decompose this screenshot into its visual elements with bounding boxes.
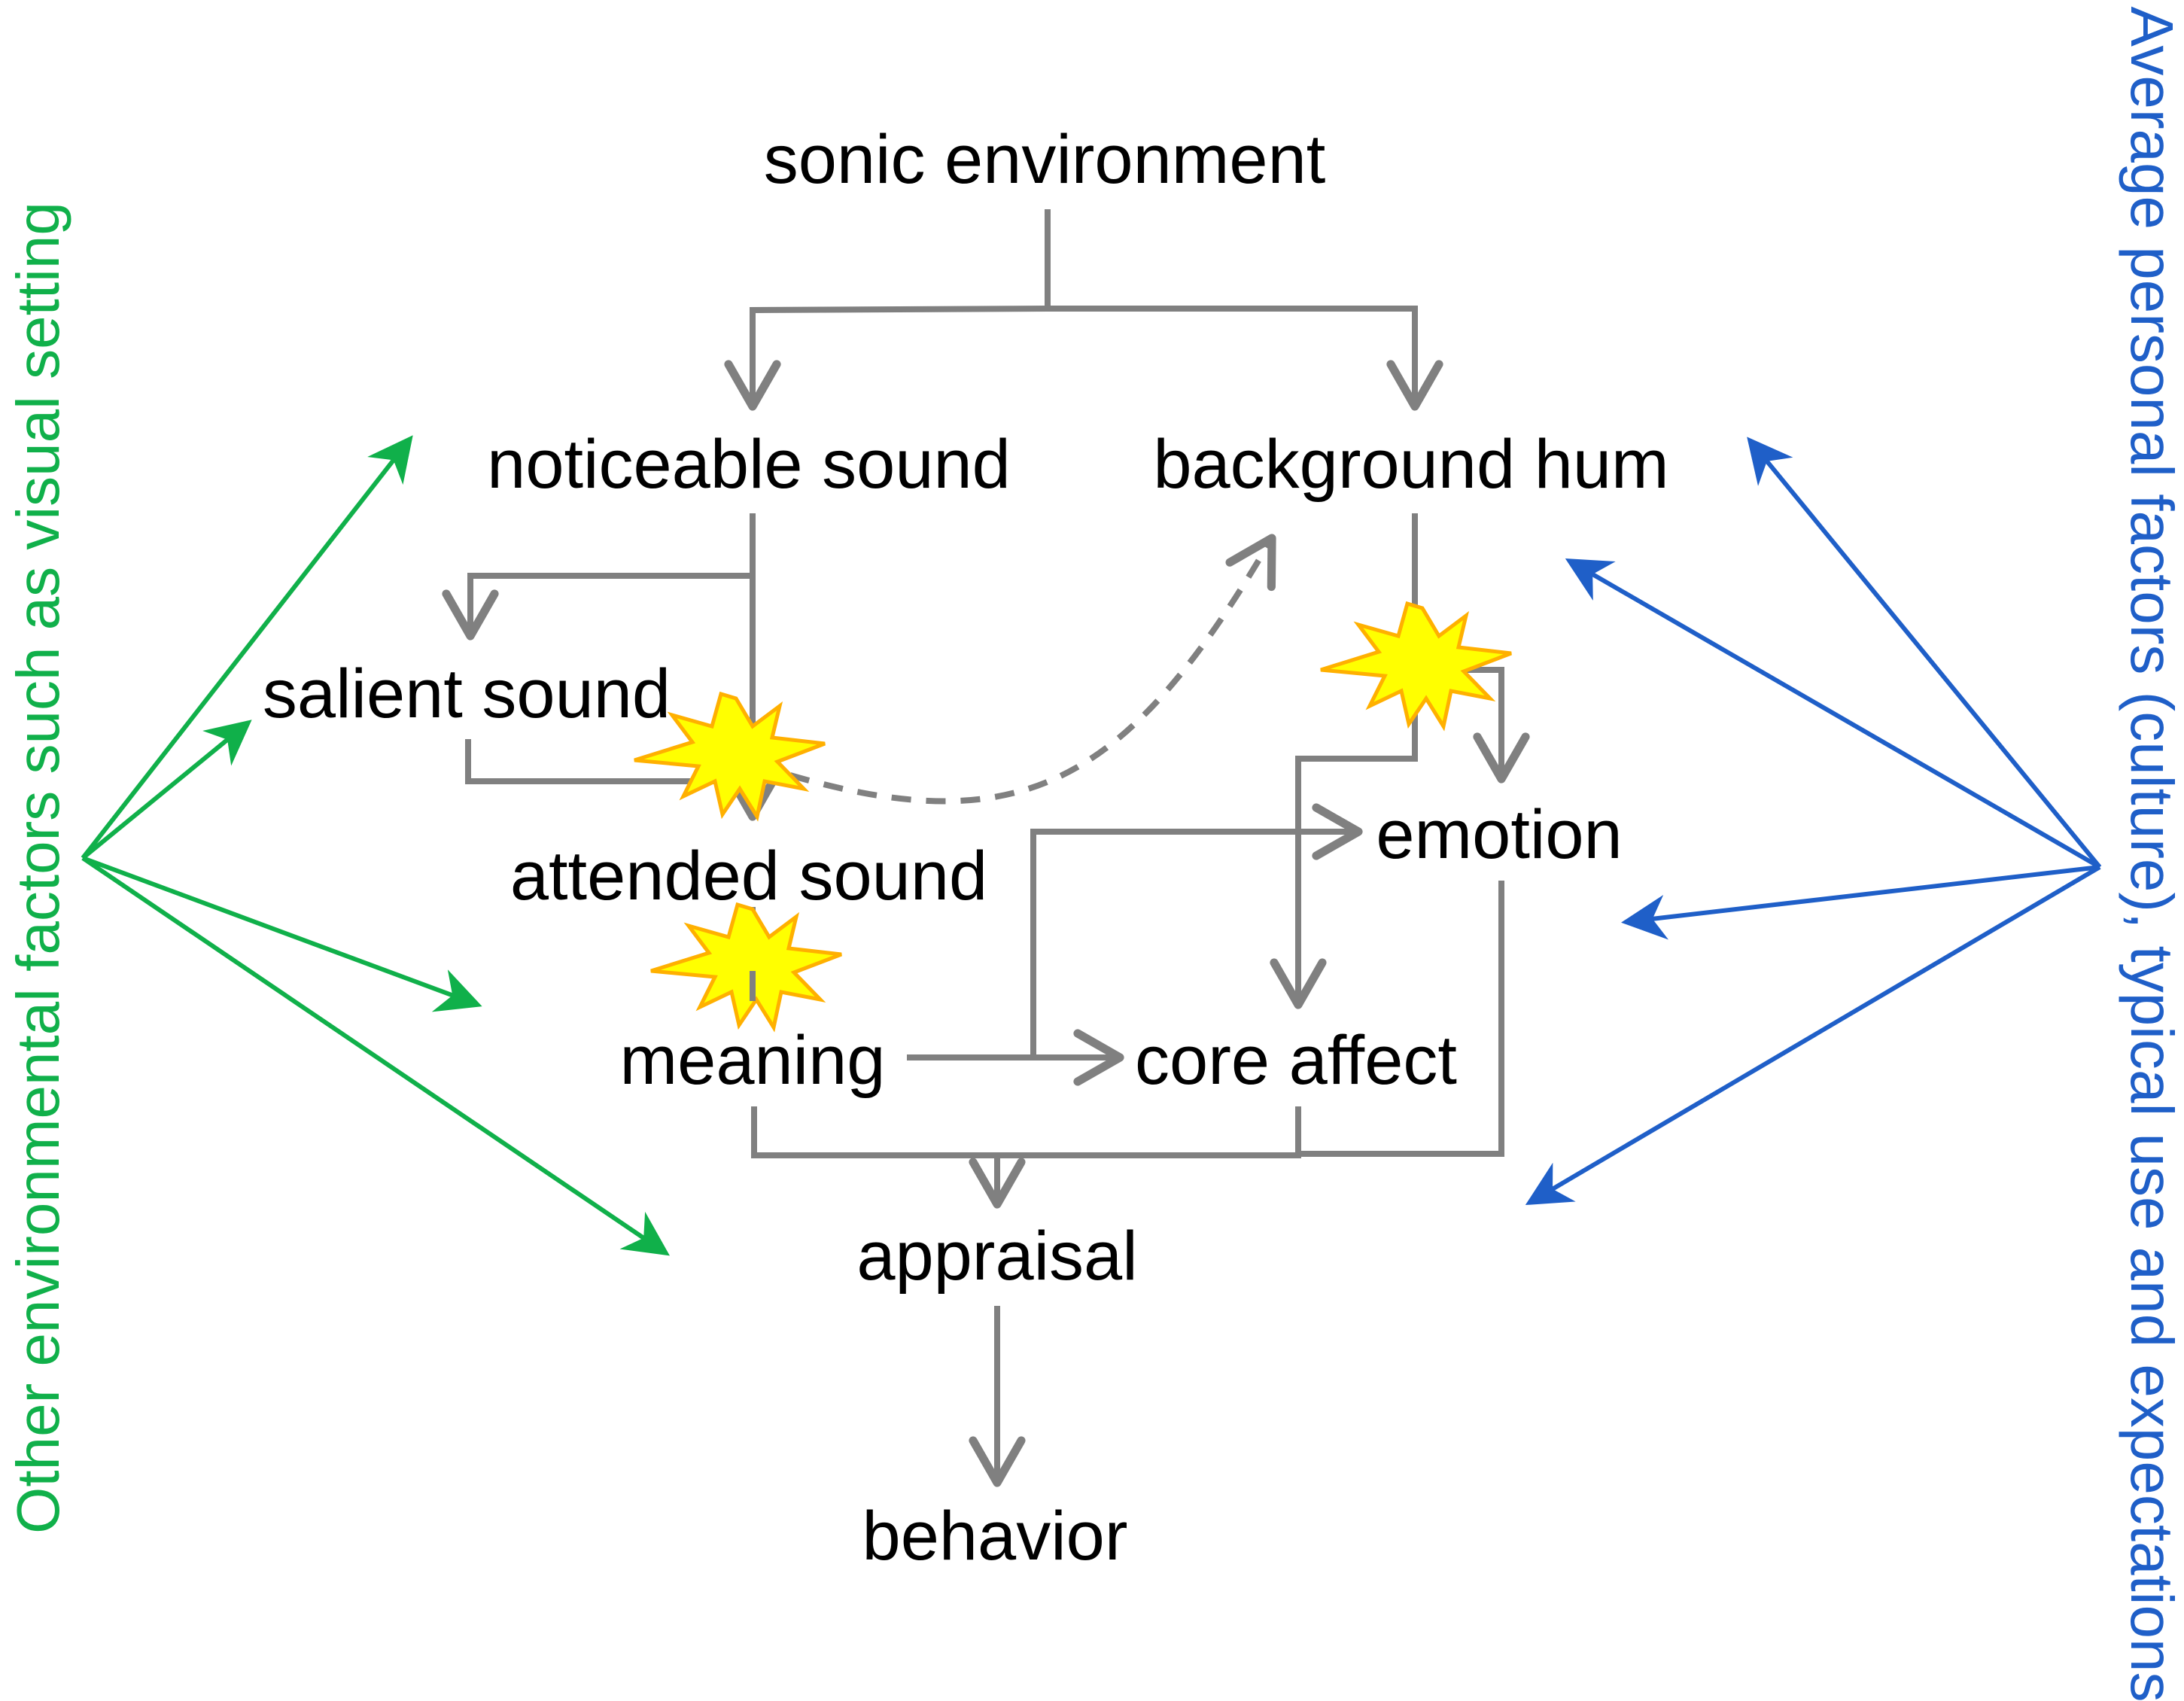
burst-markers — [634, 601, 1512, 1033]
node-meaning: meaning — [620, 1022, 886, 1099]
node-sonic-environment: sonic environment — [764, 121, 1326, 198]
blue-arrow-to-background — [1747, 437, 2102, 869]
environmental-influence-arrows — [81, 435, 670, 1256]
node-background-hum: background hum — [1153, 426, 1668, 503]
node-labels: sonic environment noticeable sound backg… — [263, 121, 1669, 1575]
connector-emotion-to-appraisal — [1298, 881, 1504, 1157]
connector-sonic-to-background — [1048, 306, 1443, 411]
side-label-environmental-factors: Other environmental factors such as visu… — [5, 202, 71, 1534]
personal-factor-arrows — [1525, 437, 2102, 1206]
connector-noticeable-to-salient — [442, 573, 753, 641]
green-arrow-to-meaning — [81, 856, 482, 1012]
blue-arrow-to-emotion — [1565, 558, 2101, 869]
blue-arrow-to-core-affect — [1621, 865, 2100, 940]
green-arrow-to-appraisal — [81, 856, 670, 1256]
connector-sonic-to-noticeable — [724, 306, 1048, 411]
node-appraisal: appraisal — [856, 1218, 1137, 1295]
node-behavior: behavior — [862, 1498, 1128, 1575]
burst-icon — [634, 691, 826, 822]
node-emotion: emotion — [1376, 796, 1622, 873]
node-attended-sound: attended sound — [510, 838, 987, 914]
blue-arrow-to-appraisal — [1525, 865, 2101, 1206]
side-label-personal-factors: Average personal factors (culture), typi… — [2119, 6, 2184, 1701]
green-arrow-to-salient — [81, 720, 252, 860]
node-core-affect: core affect — [1135, 1022, 1457, 1099]
node-salient-sound: salient sound — [263, 656, 671, 732]
burst-icon — [650, 902, 842, 1033]
connector-meaning-to-appraisal — [751, 1106, 1301, 1158]
burst-icon — [1320, 601, 1512, 732]
flow-connectors — [442, 209, 1530, 1487]
green-arrow-to-noticeable — [81, 435, 413, 860]
connector-meaning-to-emotion — [1030, 803, 1363, 1057]
node-noticeable-sound: noticeable sound — [487, 426, 1011, 503]
dashed-salient-to-background — [789, 534, 1276, 805]
connector-salient-to-attended — [465, 739, 744, 784]
